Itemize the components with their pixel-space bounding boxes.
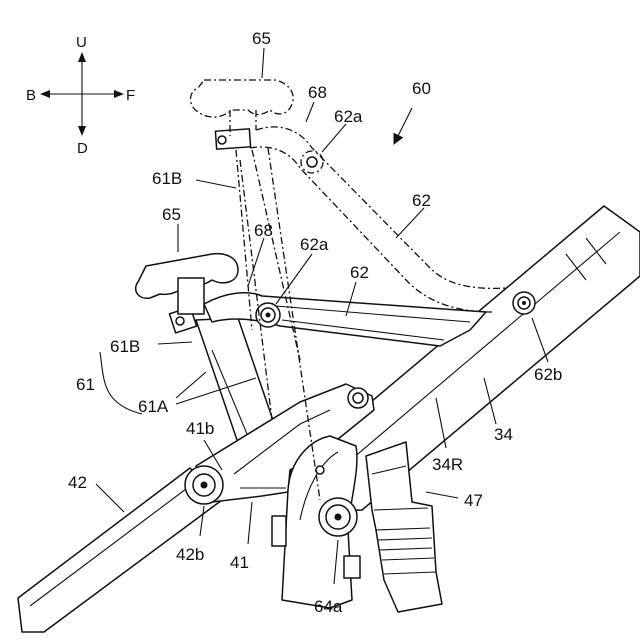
- label-65-mid: 65: [162, 205, 181, 224]
- label-65-top: 65: [252, 29, 271, 48]
- shock-absorber-47: [366, 442, 442, 612]
- direction-front: F: [126, 87, 135, 104]
- direction-compass: U D B F: [26, 34, 135, 157]
- direction-back: B: [26, 87, 36, 104]
- label-42: 42: [68, 473, 87, 492]
- label-62a-mid: 62a: [300, 235, 329, 254]
- label-61B-top: 61B: [152, 169, 182, 188]
- arrow-back-icon: [40, 90, 50, 98]
- label-41b: 41b: [186, 419, 214, 438]
- label-64a: 64a: [314, 597, 343, 616]
- label-62-mid: 62: [350, 263, 369, 282]
- label-60: 60: [412, 79, 431, 98]
- label-47: 47: [464, 491, 483, 510]
- direction-up: U: [76, 34, 87, 51]
- direction-down: D: [77, 140, 88, 157]
- label-42b: 42b: [176, 545, 204, 564]
- small-hole: [316, 466, 324, 474]
- label-41: 41: [230, 553, 249, 572]
- label-62-top: 62: [412, 191, 431, 210]
- pivot-upper-bracket: [348, 388, 368, 408]
- label-62b: 62b: [534, 365, 562, 384]
- arrow-front-icon: [114, 90, 124, 98]
- pivot-62b: [513, 292, 535, 314]
- arrow-up-icon: [78, 52, 86, 62]
- label-61: 61: [76, 375, 95, 394]
- pivot-64a: [319, 498, 357, 536]
- label-68-top: 68: [308, 83, 327, 102]
- pivot-42b: [185, 466, 223, 504]
- label-34: 34: [494, 425, 513, 444]
- label-68-mid: 68: [254, 221, 273, 240]
- label-61B-left: 61B: [110, 337, 140, 356]
- label-62a-top: 62a: [334, 107, 363, 126]
- label-34R: 34R: [432, 455, 463, 474]
- arrow-down-icon: [78, 126, 86, 136]
- label-61A: 61A: [138, 397, 169, 416]
